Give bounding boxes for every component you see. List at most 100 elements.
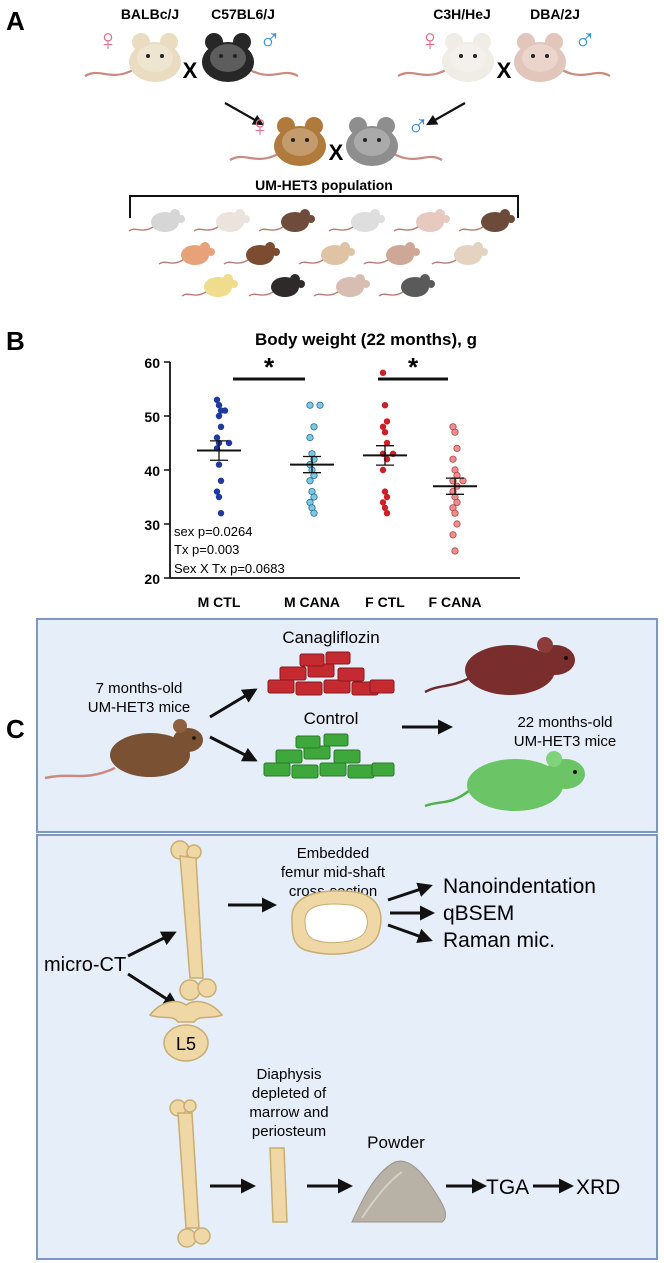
diaphysis-icon: [269, 1147, 288, 1223]
canagliflozin-chow-icon: [267, 651, 395, 696]
femur-bone-icon: [170, 840, 217, 1001]
panel-label-c: C: [6, 714, 25, 744]
y-tick-label: 40: [144, 463, 160, 479]
f1-female-mouse-icon: [228, 115, 328, 168]
female-symbol-icon: ♀: [249, 110, 272, 143]
data-point: [306, 401, 314, 409]
method-qbsem: qBSEM: [443, 902, 514, 925]
panel-label-b: B: [6, 326, 25, 356]
y-tick: 30: [144, 517, 170, 533]
data-point: [381, 429, 389, 436]
powder-pile-icon: [351, 1160, 447, 1223]
data-point: [383, 493, 391, 501]
data-point: [451, 428, 459, 436]
data-point: [379, 423, 387, 430]
data-point: [383, 510, 391, 517]
data-point: [213, 488, 221, 495]
data-point: [379, 369, 387, 376]
canagliflozin-mouse-icon: [424, 637, 575, 695]
x-tick-label: F CANA: [429, 594, 482, 610]
body-weight-chart: 20 30 40 50 60 * * sex p=0.0264 Tx p=0.0…: [144, 352, 520, 610]
data-point: [217, 510, 225, 517]
data-point: [453, 498, 461, 506]
data-point: [379, 499, 387, 506]
diaphysis-label: marrow and: [249, 1104, 328, 1121]
male-symbol-icon: ♂: [259, 24, 282, 57]
data-point: [453, 444, 461, 452]
data-point: [213, 396, 221, 403]
y-tick: 20: [144, 571, 170, 587]
control-chow-icon: [263, 733, 395, 779]
diaphysis-label: periosteum: [252, 1123, 326, 1140]
stat-annotation: Tx p=0.003: [174, 542, 239, 557]
cross-symbol: X: [329, 140, 344, 165]
c3h-mouse-icon: [396, 31, 496, 84]
data-point: [379, 466, 387, 474]
population-label: UM-HET3 population: [255, 177, 393, 193]
control-mouse-icon: [424, 751, 585, 811]
data-point: [451, 547, 459, 555]
brown-mouse-icon: [44, 719, 203, 780]
female-symbol-icon: ♀: [419, 24, 442, 57]
data-point: [381, 504, 389, 511]
y-tick-label: 30: [144, 517, 160, 533]
y-tick: 60: [144, 355, 170, 371]
strain-label-balbc: BALBc/J: [121, 6, 179, 22]
microct-label: micro-CT: [44, 954, 126, 976]
arrow-icon: [127, 931, 177, 958]
cross-symbol: X: [183, 58, 198, 83]
significance-star: *: [264, 352, 275, 382]
y-tick-label: 20: [144, 571, 160, 587]
arrow-icon: [387, 923, 433, 944]
data-point: [451, 509, 459, 517]
y-tick: 40: [144, 463, 170, 479]
data-point: [310, 493, 318, 501]
data-point: [213, 434, 221, 441]
data-point: [316, 401, 324, 409]
data-point: [217, 477, 225, 484]
cross-symbol: X: [497, 58, 512, 83]
arrow-icon: [426, 102, 466, 126]
data-point: [381, 402, 389, 409]
population-mice: [128, 208, 516, 298]
data-point: [215, 461, 223, 468]
control-label: Control: [304, 709, 359, 728]
stat-annotation: sex p=0.0264: [174, 524, 252, 539]
data-point: [221, 407, 229, 414]
data-point: [215, 412, 223, 420]
embedded-label: Embedded: [297, 845, 370, 862]
data-point: [215, 493, 223, 501]
data-point: [449, 455, 457, 463]
x-tick-label: M CTL: [198, 594, 241, 610]
diaphysis-label: depleted of: [252, 1085, 327, 1102]
data-point: [310, 509, 318, 517]
tga-label: TGA: [486, 1176, 529, 1199]
strain-label-c57bl6: C57BL6/J: [211, 6, 275, 22]
chart-title: Body weight (22 months), g: [255, 330, 477, 349]
population-bracket: [129, 195, 519, 218]
end-mice-label: UM-HET3 mice: [514, 733, 617, 750]
strain-label-dba: DBA/2J: [530, 6, 580, 22]
strain-label-c3h: C3H/HeJ: [433, 6, 491, 22]
data-point: [383, 418, 391, 425]
y-tick-label: 50: [144, 409, 160, 425]
method-raman: Raman mic.: [443, 929, 555, 952]
data-point: [453, 520, 461, 528]
significance-star: *: [408, 352, 419, 382]
male-symbol-icon: ♂: [407, 110, 430, 143]
y-tick-label: 60: [144, 355, 160, 371]
vertebra-icon: [148, 1000, 224, 1062]
arrow-icon: [209, 688, 258, 719]
femur-cross-section-icon: [291, 890, 382, 955]
canagliflozin-label: Canagliflozin: [282, 628, 379, 647]
arrow-icon: [387, 882, 433, 902]
vertebra-label: L5: [176, 1034, 196, 1054]
x-tick-label: M CANA: [284, 594, 340, 610]
arrow-icon: [224, 102, 264, 126]
arrow-icon: [209, 735, 258, 762]
powder-label: Powder: [367, 1133, 425, 1152]
start-mice-label: 7 months-old: [96, 680, 183, 697]
y-tick: 50: [144, 409, 170, 425]
embedded-label: femur mid-shaft: [281, 864, 386, 881]
